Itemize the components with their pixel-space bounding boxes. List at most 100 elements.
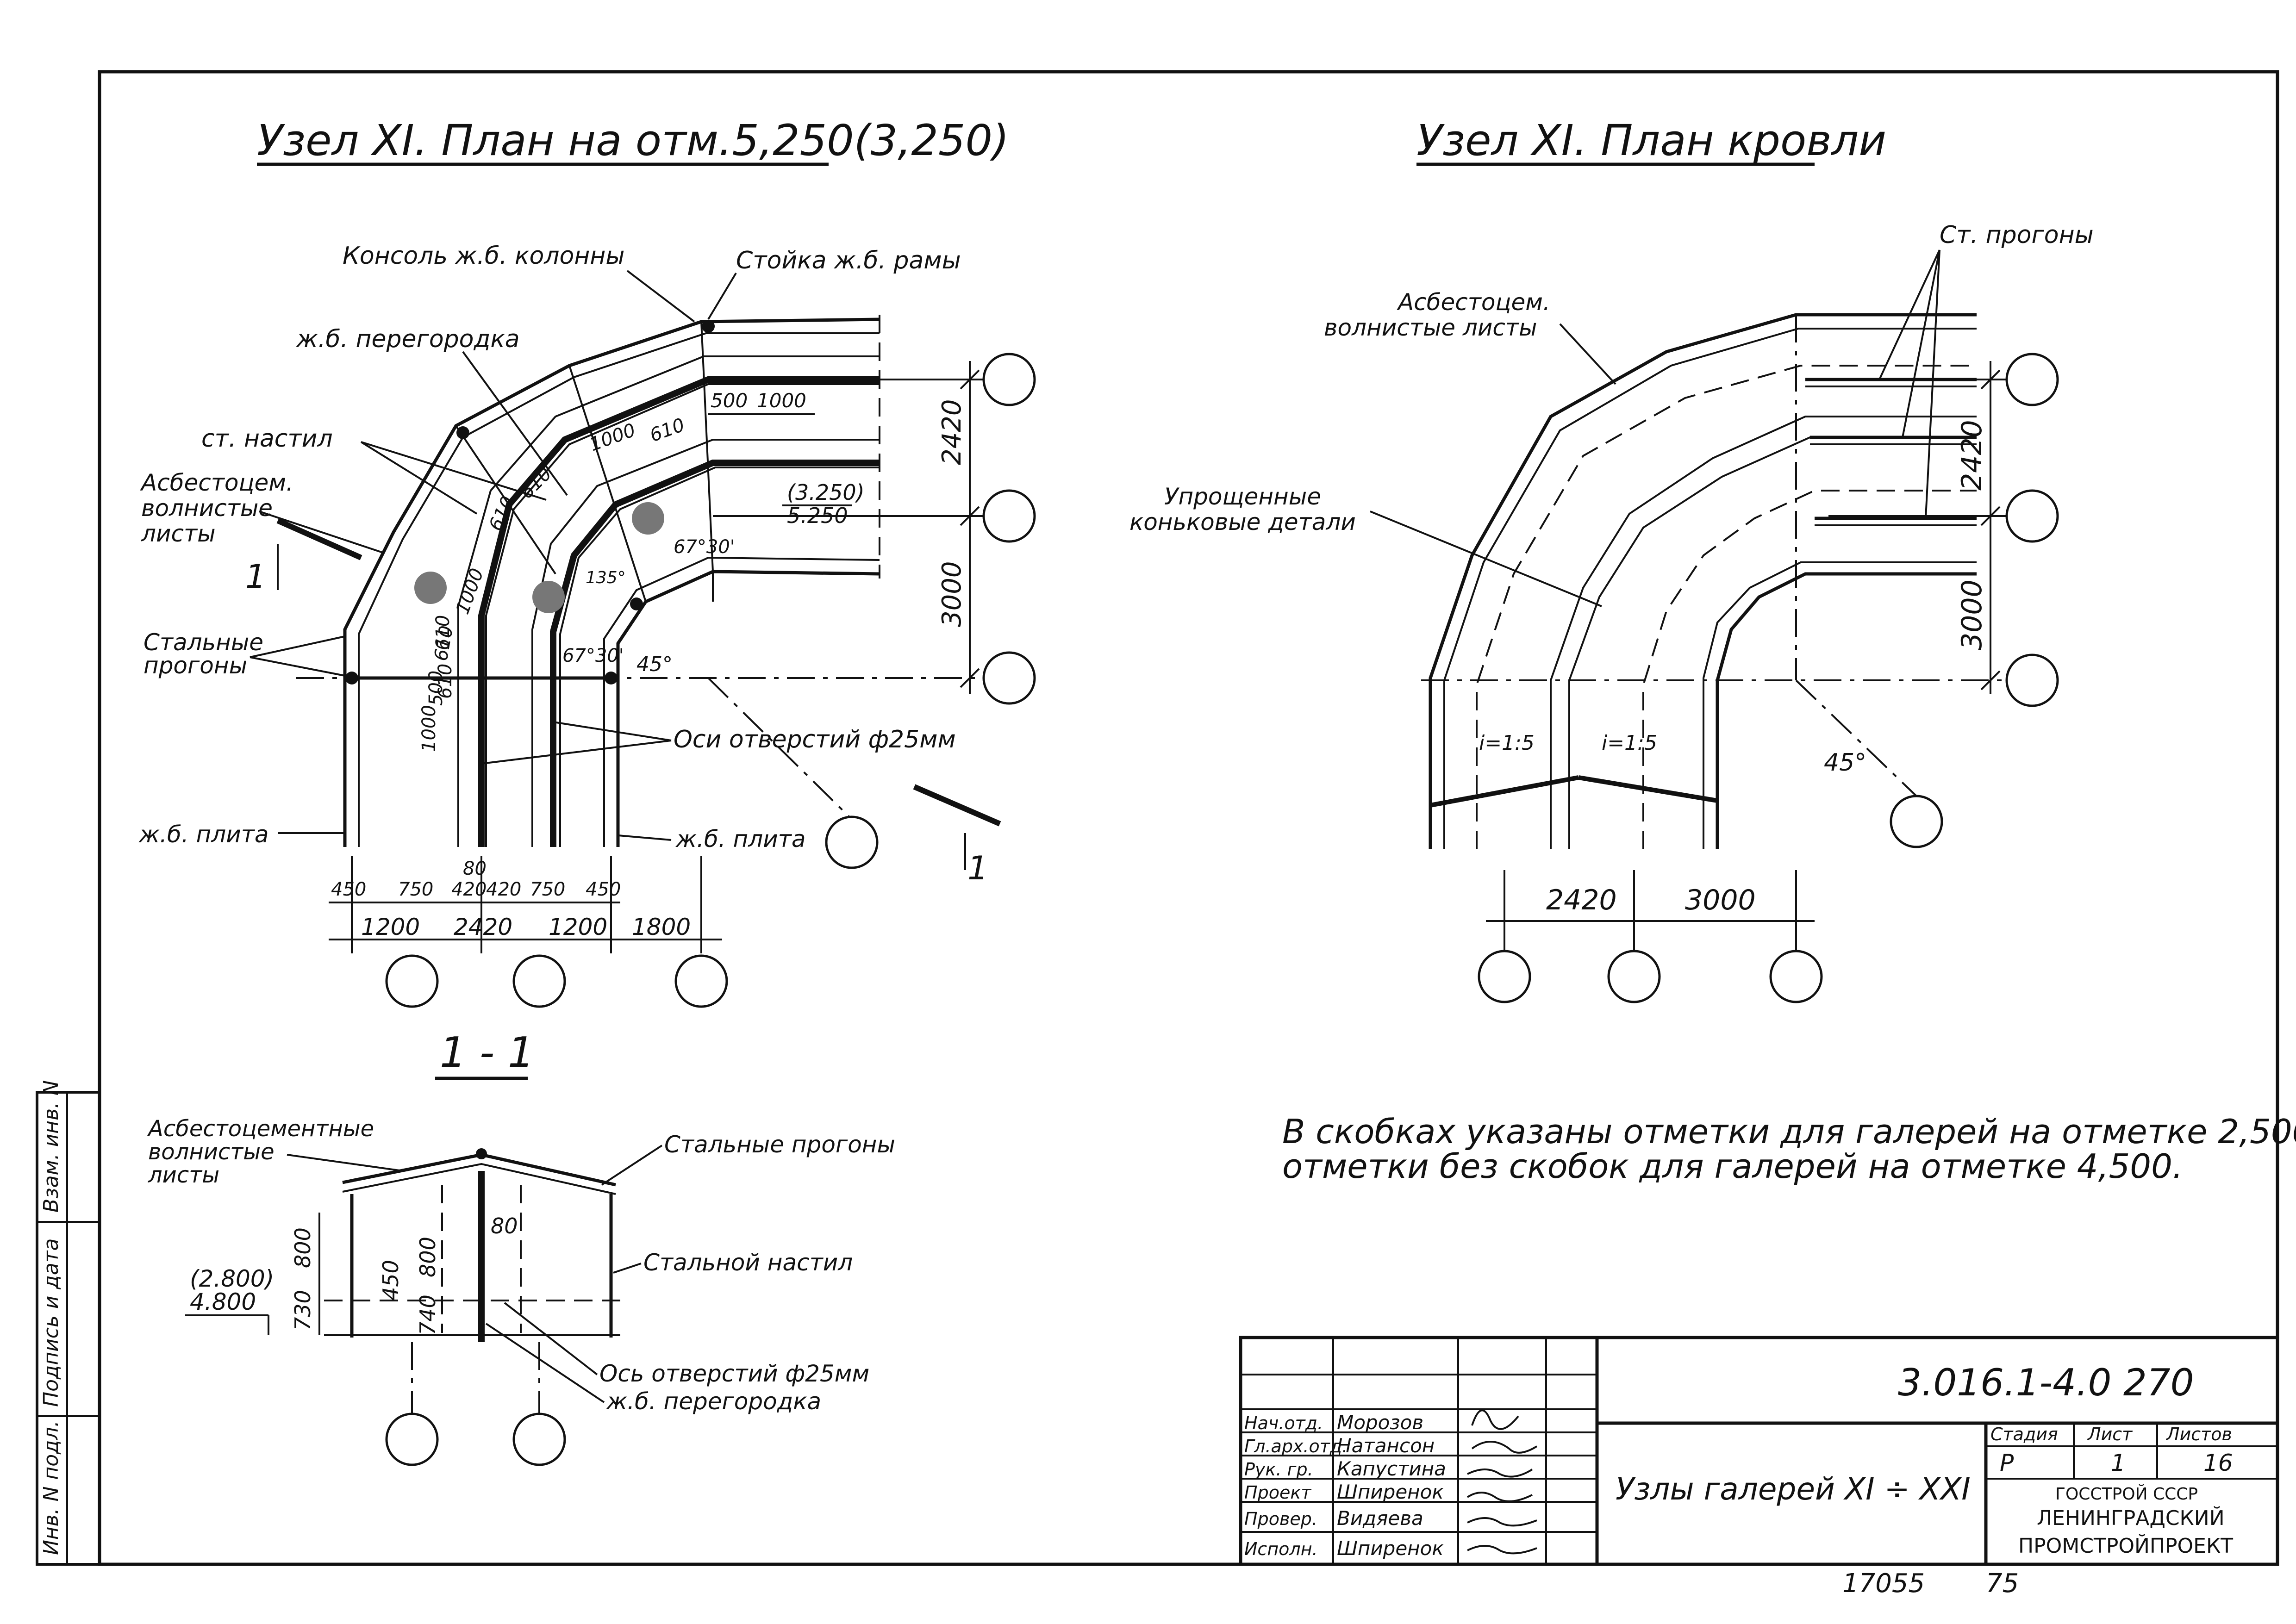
footer-number: 17055 — [1842, 1568, 1925, 1599]
left-angle-2: 67°30' — [562, 645, 624, 666]
tb-name-1: Морозов — [1337, 1411, 1423, 1434]
left-label-asbestos-1: Асбестоцем. — [140, 469, 293, 496]
note-line-2: отметки без скобок для галерей на отметк… — [1282, 1147, 2183, 1186]
side-stamp-cell-3: Взам. инв. N — [39, 1080, 63, 1213]
section-dim-6: 740 — [415, 1294, 440, 1335]
signature-marks — [1466, 1409, 1538, 1555]
tb-drawing-title: Узлы галерей XI ÷ XXI — [1616, 1471, 1971, 1507]
left-dim-bottom1-6: 750 — [530, 879, 565, 900]
left-dim-inner-10: 1000 — [418, 705, 440, 752]
section-dim-4: 800 — [415, 1237, 440, 1277]
left-label-post: Стойка ж.б. рамы — [736, 247, 961, 274]
tb-role-5: Провер. — [1244, 1509, 1317, 1529]
tb-role-3: Рук. гр. — [1244, 1459, 1313, 1480]
left-dim-bottom1-4: 420 — [451, 879, 487, 900]
tb-role-6: Исполн. — [1244, 1539, 1318, 1559]
right-slope-2: i=1:5 — [1602, 731, 1657, 755]
section-dim-2: 730 — [290, 1290, 315, 1331]
left-plan-title: Узел XI. План на отм.5,250(3,250) — [257, 116, 1009, 165]
right-label-asbestos-2: волнистые листы — [1324, 314, 1537, 341]
left-dim-inner-8: 610 — [432, 615, 454, 650]
side-stamp-cell-1: Инв. N подл. — [39, 1420, 63, 1555]
section-elev-1: (2.800) — [190, 1265, 274, 1292]
left-label-partition: ж.б. перегородка — [296, 325, 520, 353]
left-plan: Узел XI. План на отм.5,250(3,250) — [138, 116, 1036, 1008]
left-dim-bottom1-5: 420 — [486, 879, 521, 900]
left-dim-bottom1-3: 80 — [463, 858, 487, 879]
left-label-purlins-2: прогоны — [144, 652, 247, 679]
left-elev-2: 5.250 — [787, 503, 848, 528]
right-dim-bottom-1: 2420 — [1546, 884, 1617, 916]
tb-stage: Р — [2000, 1450, 2014, 1476]
left-dim-bottom1-2: 750 — [398, 879, 433, 900]
tb-sheet: 1 — [2111, 1450, 2126, 1476]
left-label-console: Консоль ж.б. колонны — [343, 242, 624, 270]
footer-page: 75 — [1986, 1568, 2019, 1599]
tb-sheets-label: Листов — [2165, 1424, 2232, 1444]
tb-org-1: ГОССТРОЙ СССР — [2055, 1484, 2198, 1504]
right-label-ridge-1: Упрощенные — [1164, 483, 1321, 510]
tb-role-1: Нач.отд. — [1244, 1413, 1323, 1433]
right-dim-right-1: 2420 — [1956, 420, 1988, 491]
left-dim-inner-1: 610 — [647, 414, 687, 446]
tb-sheet-label: Лист — [2087, 1424, 2133, 1444]
right-slope-1: i=1:5 — [1479, 731, 1535, 755]
left-dim-bottom2-4: 1800 — [632, 914, 691, 940]
tb-name-5: Видяева — [1337, 1507, 1423, 1530]
section-label-holes: Ось отверстий ф25мм — [599, 1360, 869, 1387]
left-angle-4: 135° — [586, 568, 626, 587]
side-stamp: Инв. N подл. Подпись и дата Взам. инв. N — [36, 1080, 101, 1566]
tb-stage-label: Стадия — [1990, 1424, 2058, 1444]
section-mark-1: 1 — [245, 558, 266, 596]
tb-name-6: Шпиренок — [1337, 1537, 1444, 1560]
left-dim-bottom2-1: 1200 — [361, 914, 420, 940]
right-plan-title: Узел XI. План кровли — [1416, 116, 1886, 165]
sheet-border — [98, 70, 2279, 1566]
right-dim-bottom-2: 3000 — [1685, 884, 1756, 916]
left-dim-bottom2-3: 1200 — [549, 914, 607, 940]
section-label-asbestos-1: Асбестоцементные — [147, 1116, 374, 1142]
section-dim-5: 80 — [491, 1213, 518, 1238]
left-dim-bottom2-2: 2420 — [454, 914, 512, 940]
note-line-1: В скобках указаны отметки для галерей на… — [1282, 1112, 2296, 1151]
section-dim-3: 450 — [378, 1260, 403, 1300]
left-dim-right-2: 3000 — [937, 561, 967, 627]
tb-name-3: Капустина — [1337, 1457, 1446, 1480]
left-label-deck: ст. настил — [201, 425, 333, 453]
right-label-ridge-2: коньковые детали — [1129, 509, 1356, 535]
section-label-asbestos-2: волнистые — [148, 1139, 275, 1165]
left-angle-1: 67°30' — [674, 536, 735, 558]
tb-org-2: ЛЕНИНГРАДСКИЙ — [2037, 1506, 2225, 1530]
left-dim-bottom1-1: 450 — [331, 879, 366, 900]
left-dim-inner-7: 610 — [435, 664, 456, 699]
section-elev-2: 4.800 — [190, 1288, 256, 1315]
left-dim-top-2: 1000 — [757, 389, 806, 412]
section-1-1: 1 - 1 Асбестоцементные волнистые листы С… — [147, 1028, 895, 1466]
section-dim-1: 800 — [290, 1227, 315, 1268]
tb-name-4: Шпиренок — [1337, 1481, 1444, 1503]
left-label-slab-right: ж.б. плита — [675, 826, 805, 852]
left-angle-3: 45° — [636, 653, 673, 676]
left-label-asbestos-2: волнистые — [141, 495, 273, 522]
section-title: 1 - 1 — [440, 1028, 534, 1077]
right-angle: 45° — [1824, 749, 1866, 777]
left-label-purlins-1: Стальные — [144, 629, 263, 656]
left-dim-bottom1-7: 450 — [586, 879, 621, 900]
right-plan: Узел XI. План кровли — [1129, 116, 2094, 1003]
section-label-deck: Стальной настил — [643, 1249, 853, 1276]
left-dim-right-1: 2420 — [937, 399, 967, 465]
side-stamp-cell-2: Подпись и дата — [39, 1238, 63, 1407]
right-label-asbestos-1: Асбестоцем. — [1397, 289, 1550, 316]
left-label-asbestos-3: листы — [141, 520, 216, 547]
tb-org-3: ПРОМСТРОЙПРОЕКТ — [2018, 1533, 2233, 1558]
left-elev-1: (3.250) — [787, 480, 865, 505]
right-label-purlins: Ст. прогоны — [1940, 221, 2094, 249]
tb-role-2: Гл.арх.отд. — [1244, 1436, 1348, 1456]
roof-inner-edge — [1716, 572, 1977, 849]
left-label-holes: Оси отверстий ф25мм — [674, 726, 956, 753]
left-label-slab-left: ж.б. плита — [138, 821, 268, 848]
tb-name-2: Натансон — [1337, 1434, 1435, 1457]
title-block: 3.016.1-4.0 270 Нач.отд. Гл.арх.отд. Рук… — [1239, 1336, 2279, 1566]
tb-code: 3.016.1-4.0 270 — [1898, 1361, 2194, 1404]
